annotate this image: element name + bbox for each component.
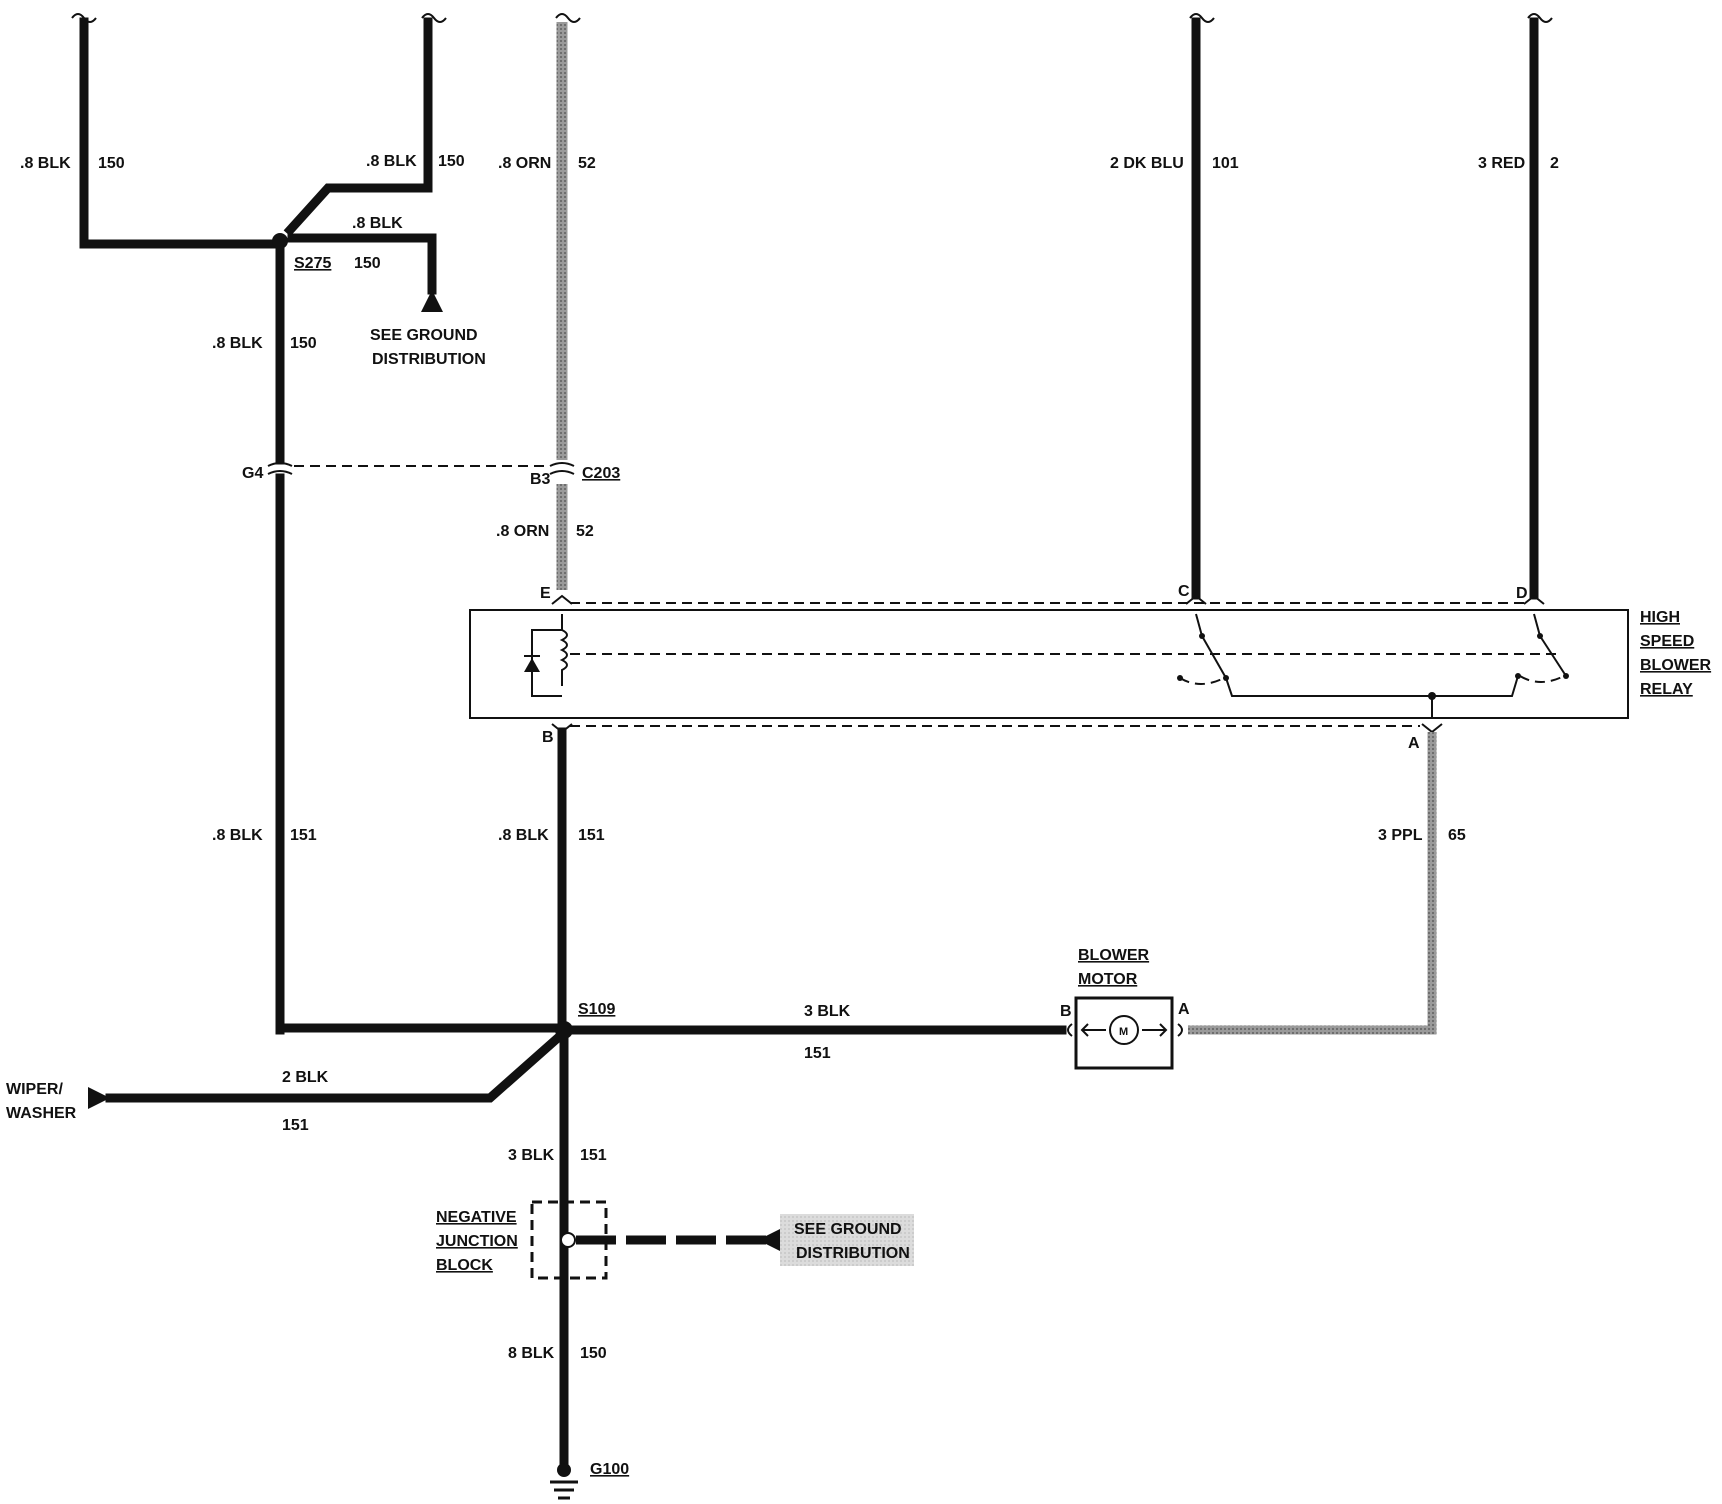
label-njb-line3: BLOCK [436, 1257, 493, 1274]
labels: .8 BLK 150 .8 BLK 150 .8 ORN 52 2 DK BLU… [6, 153, 1712, 1478]
label-w150-right: .8 BLK [366, 153, 417, 170]
label-ground-branch-num: 150 [354, 255, 381, 272]
label-w150-left-num: 150 [98, 155, 125, 172]
label-njb-line2: JUNCTION [436, 1233, 518, 1250]
label-splice-s109: S109 [578, 1001, 615, 1018]
wire-150-right [283, 17, 433, 237]
label-w151-mid-num: 151 [578, 827, 605, 844]
label-w52-top: .8 ORN [498, 155, 551, 172]
label-w52-low-num: 52 [576, 523, 594, 540]
label-w2blk-num: 151 [282, 1117, 309, 1134]
label-w8blk: 8 BLK [508, 1345, 555, 1362]
high-speed-blower-relay [469, 594, 1629, 734]
label-w151-left: .8 BLK [212, 827, 263, 844]
label-njb-line1: NEGATIVE [436, 1209, 517, 1226]
label-see-ground-1-line1: SEE GROUND [370, 327, 478, 344]
negative-junction-block [530, 1200, 914, 1280]
wire-2blk-wiper [105, 1029, 567, 1103]
label-w3blk-down-num: 151 [580, 1147, 607, 1164]
label-w52-top-num: 52 [578, 155, 596, 172]
connector-c203 [267, 462, 575, 1035]
label-pin-d: D [1516, 585, 1528, 602]
ground-arrow-1 [421, 290, 443, 312]
label-relay-line4: RELAY [1640, 681, 1693, 698]
label-relay-line3: BLOWER [1640, 657, 1712, 674]
label-w3blk-motor-num: 151 [804, 1045, 831, 1062]
label-relay-line2: SPEED [1640, 633, 1694, 650]
label-w150-down: .8 BLK [212, 335, 263, 352]
label-see-ground-1-line2: DISTRIBUTION [372, 351, 486, 368]
label-w2blk: 2 BLK [282, 1069, 329, 1086]
label-w65-num: 65 [1448, 827, 1466, 844]
label-motor-line2: MOTOR [1078, 971, 1138, 988]
label-w150-right-num: 150 [438, 153, 465, 170]
label-conn-g4: G4 [242, 465, 263, 482]
label-motor-symbol: M [1119, 1026, 1128, 1038]
wire-150-left [79, 17, 283, 249]
motor-box [1074, 996, 1174, 1070]
label-ground-branch: .8 BLK [352, 215, 403, 232]
label-see-ground-2-line1: SEE GROUND [794, 1221, 902, 1238]
label-w3blk-motor: 3 BLK [804, 1003, 851, 1020]
blower-motor [1067, 996, 1183, 1070]
ground-arrow-2 [758, 1229, 780, 1251]
label-w101: 2 DK BLU [1110, 155, 1184, 172]
wire-150-group [79, 17, 443, 465]
label-w101-num: 101 [1212, 155, 1239, 172]
label-relay-line1: HIGH [1640, 609, 1680, 626]
label-pin-a: A [1408, 735, 1420, 752]
wiper-arrow [88, 1087, 110, 1109]
label-w65: 3 PPL [1378, 827, 1423, 844]
label-pin-c: C [1178, 583, 1190, 600]
label-w3blk-down: 3 BLK [508, 1147, 555, 1164]
label-conn-c203: C203 [582, 465, 620, 482]
label-w2-num: 2 [1550, 155, 1559, 172]
label-w151-left-num: 151 [290, 827, 317, 844]
label-w150-down-num: 150 [290, 335, 317, 352]
ground-g100 [550, 1463, 578, 1500]
label-w2: 3 RED [1478, 155, 1525, 172]
label-w151-mid: .8 BLK [498, 827, 549, 844]
label-ground-g100: G100 [590, 1461, 629, 1478]
label-see-ground-2-line2: DISTRIBUTION [796, 1245, 910, 1262]
label-w8blk-num: 150 [580, 1345, 607, 1362]
label-pin-b: B [542, 729, 554, 746]
relay-box [469, 609, 1629, 719]
label-w150-left: .8 BLK [20, 155, 71, 172]
label-motor-pin-a: A [1178, 1001, 1190, 1018]
continuation-marks [71, 13, 1553, 23]
label-pin-e: E [540, 585, 551, 602]
label-w52-low: .8 ORN [496, 523, 549, 540]
label-conn-b3: B3 [530, 471, 551, 488]
wire-150-ground-branch [287, 233, 437, 295]
label-wiper-line2: WASHER [6, 1105, 77, 1122]
label-motor-line1: BLOWER [1078, 947, 1150, 964]
label-motor-pin-b: B [1060, 1003, 1072, 1020]
label-splice-s275: S275 [294, 255, 331, 272]
wire-65 [1188, 732, 1437, 1035]
label-wiper-line1: WIPER/ [6, 1081, 63, 1098]
